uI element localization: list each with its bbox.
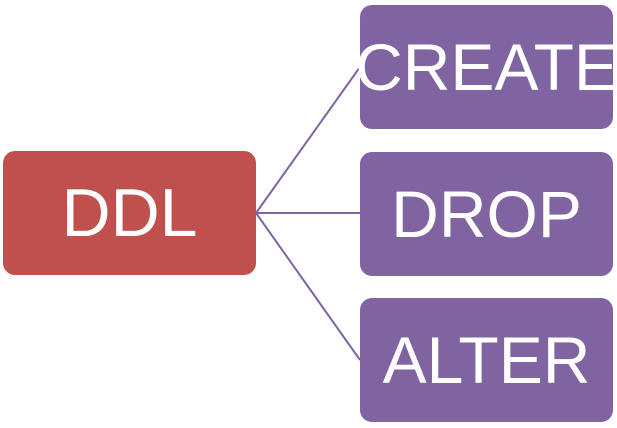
child-node-create: CREATE (355, 5, 617, 129)
child-node-drop: DROP (360, 152, 613, 276)
connector-create (255, 66, 361, 214)
root-node-ddl: DDL (3, 151, 256, 275)
connector-alter (255, 212, 361, 361)
child-node-alter: ALTER (360, 298, 613, 422)
